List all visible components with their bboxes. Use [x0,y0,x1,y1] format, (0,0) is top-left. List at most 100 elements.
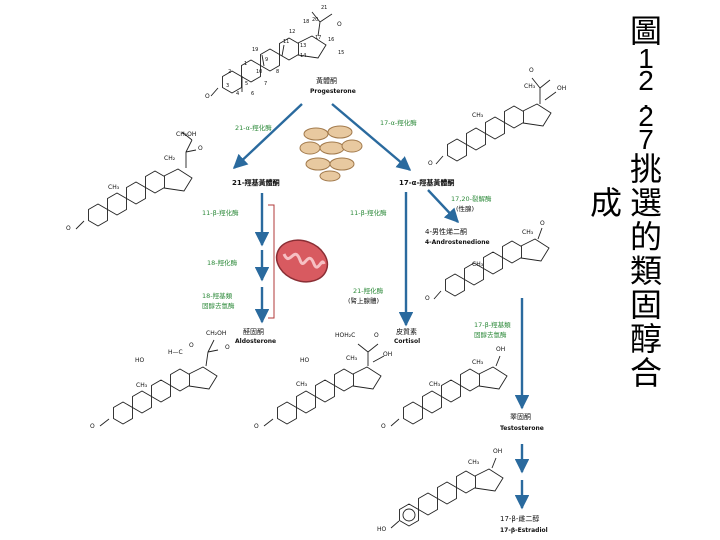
atom-label: O [381,423,386,430]
title-char: 的 [629,218,662,256]
atom-label: O [189,342,194,349]
atom-label: CH₂OH [206,330,227,337]
androstenedione-en: 4-Androstenedione [425,239,490,246]
title-char: 合 [629,354,662,392]
atom-label: O [198,145,203,152]
title-char: 7 [638,124,654,155]
ring-number: 9 [265,57,269,63]
aldosterone-cn: 醛固酮 [243,328,264,336]
atom-label: O [529,67,534,74]
title-char: 醇 [629,320,662,358]
cortisol-structure [263,343,385,427]
atom-label: HOH₂C [335,332,356,339]
title-char: 固 [629,286,662,324]
ring-number: 3 [226,83,230,89]
enzyme-label: 21-羥化酶 [353,287,384,295]
enzyme-label: 21-α-羥化酶 [235,124,272,132]
ring-number: 4 [236,91,240,97]
title-char: 圖 [629,12,662,50]
atom-label: CH₂ [164,155,176,162]
mitochondrion-icon [275,239,329,283]
ring-number: 6 [251,91,255,97]
enzyme-label: 17-β-羥基類 [474,321,511,329]
testosterone-en: Testosterone [500,425,544,432]
hydroxyprogesterone-17-structure [435,77,557,165]
atom-label: OH [383,351,393,358]
progesterone-structure [210,11,333,97]
enzyme-label: 17-α-羥化酶 [380,119,417,127]
cortisol-en: Cortisol [394,338,421,345]
estradiol-en: 17-β-Estradiol [500,527,548,534]
atom-label: O [425,295,430,302]
ring-number: 11 [283,39,290,45]
atom-label: CH₃ [472,359,484,366]
atom-label: O [205,93,210,100]
ring-number: 13 [300,43,307,49]
atom-label: CH₃ [296,381,308,388]
ring-number: 1 [244,61,248,67]
ring-number: 17 [315,35,322,41]
enzyme-label: 固醇去氫酶 [474,331,507,339]
atom-label: O [540,220,545,227]
androstenedione-cn: 4-男性烯二酮 [425,228,467,236]
atom-label: OH [493,448,503,455]
title-char: 挑 [629,150,662,188]
ring-number: 20 [312,17,319,23]
ring-number: 5 [245,81,249,87]
atom-label: CH₃ [429,381,441,388]
hydroxyprogesterone-21-cn: 21-羥基黃體酮 [232,179,280,187]
title-char: 1 [638,43,654,74]
atom-label: CH₃ [472,112,484,119]
ring-number: 16 [328,37,335,43]
title-char: 2 [638,101,654,132]
enzyme-label: (性腺) [456,205,475,213]
atom-label: O [66,225,71,232]
golgi-icon [299,125,363,182]
atom-label: O [90,423,95,430]
atom-label: O [254,423,259,430]
ring-number: 8 [276,69,280,75]
ring-number: 14 [300,53,307,59]
atom-label: CH₃ [468,459,480,466]
ring-number: 12 [289,29,296,35]
enzyme-label: 18-羥基類 [202,292,233,300]
enzyme-label: 11-β-羥化酶 [202,209,239,217]
ring-number: 10 [256,69,263,75]
hydroxyprogesterone-17-cn: 17-α-羥基黃體酮 [399,179,455,187]
atom-label: O [428,160,433,167]
aldosterone-en: Aldosterone [235,338,277,345]
atom-label: H—C [168,349,183,356]
atom-label: HO [135,357,145,364]
atom-label: CH₃ [136,382,148,389]
enzyme-label: 11-β-羥化酶 [350,209,387,217]
arrow-prog-to-21oh [232,103,303,169]
atom-label: CH₃ [108,184,120,191]
hydroxyprogesterone-21-structure [75,131,197,230]
title-column-2: 成 [589,184,622,222]
atom-label: OH [496,346,506,353]
title-column-1: 圖 1 2 . 2 7 挑 選 的 類 固 醇 合 [626,14,666,390]
pathway-arrows [232,103,530,510]
atom-label: HO [300,357,310,364]
atom-label: CH₃ [522,229,534,236]
atom-label: O [337,21,342,28]
enzyme-label: 18-羥化酶 [207,259,238,267]
title-char: 類 [629,252,662,290]
arrow-17oh-to-androstenedione [427,189,459,224]
ring-number: 2 [228,69,232,75]
enzyme-label: 17,20-裂解酶 [451,195,492,203]
arrow-prog-to-17oh [331,103,412,171]
atom-label: O [225,344,230,351]
progesterone-en: Progesterone [310,88,356,95]
estradiol-structure [390,457,504,529]
atom-label: HO [377,526,387,533]
ring-number: 19 [252,47,259,53]
atom-label: CH₃ [346,355,358,362]
bracket [268,204,275,319]
atom-label: CH₃ [472,261,484,268]
atom-label: CH₃ [524,83,536,90]
title-char: 選 [629,184,662,222]
atom-label: O [374,332,379,339]
enzyme-label: 固醇去氫酶 [202,302,235,310]
